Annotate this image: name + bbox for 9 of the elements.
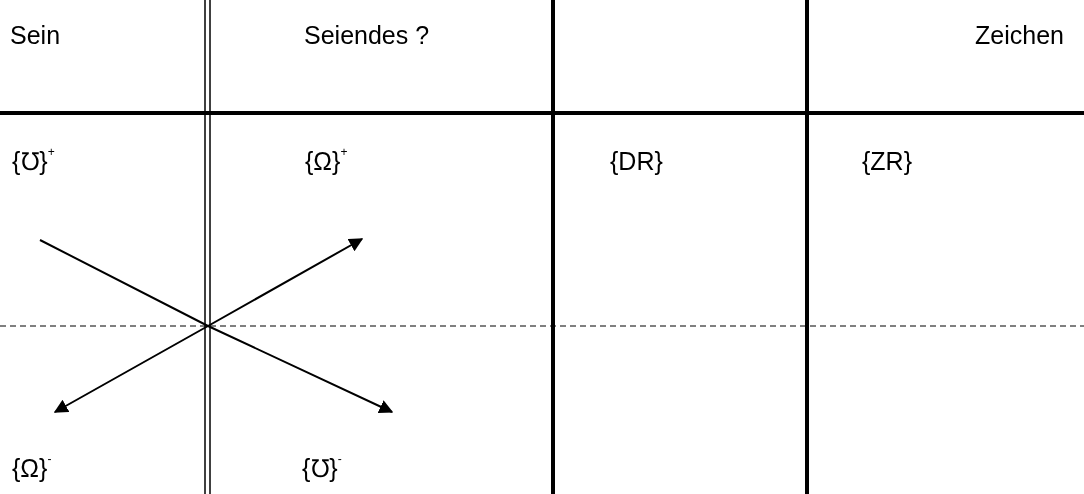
- set-label: {Ω}$^{+}$: [305, 148, 348, 176]
- column-header: Sein: [10, 22, 61, 50]
- set-label: {℧}$^{+}$: [12, 148, 55, 176]
- cell-text: {ZR}: [862, 148, 913, 176]
- set-label: {Ω}$^{-}$: [12, 455, 52, 483]
- column-header: Zeichen: [975, 22, 1064, 50]
- set-label: {℧}$^{-}$: [302, 455, 342, 483]
- column-header: Seiendes ?: [304, 22, 430, 50]
- cell-text: {DR}: [610, 148, 663, 176]
